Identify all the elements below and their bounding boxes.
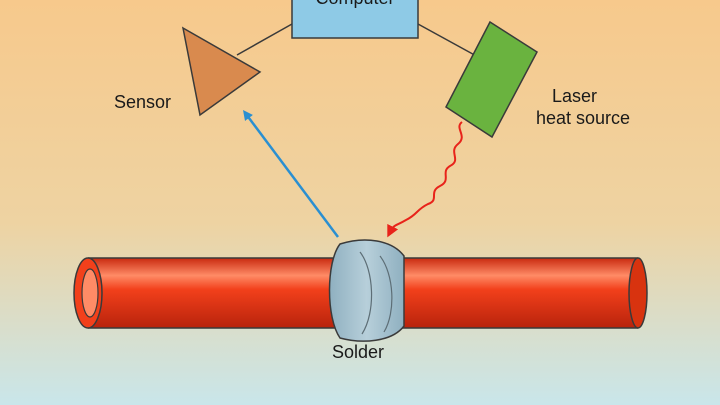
computer-sensor-connector [236, 23, 293, 56]
emission-arrow [243, 109, 340, 238]
computer-box [291, 0, 419, 39]
sensor-triangle [181, 26, 262, 117]
computer-label: Computer [292, 0, 418, 9]
solder-contour-2 [379, 255, 393, 333]
computer-laser-connector [417, 23, 481, 59]
solder-label: Solder [332, 342, 385, 362]
pipe-bore [81, 268, 99, 318]
sensor-label: Sensor [114, 92, 172, 112]
laser-label-line2: heat source [536, 108, 631, 128]
laser-heat-source-box [445, 20, 538, 139]
pipe-right-end [628, 257, 648, 329]
laser-beam-arrow [387, 121, 463, 238]
laser-label-line1: Laser [552, 86, 598, 106]
solder-contour-1 [359, 251, 373, 335]
